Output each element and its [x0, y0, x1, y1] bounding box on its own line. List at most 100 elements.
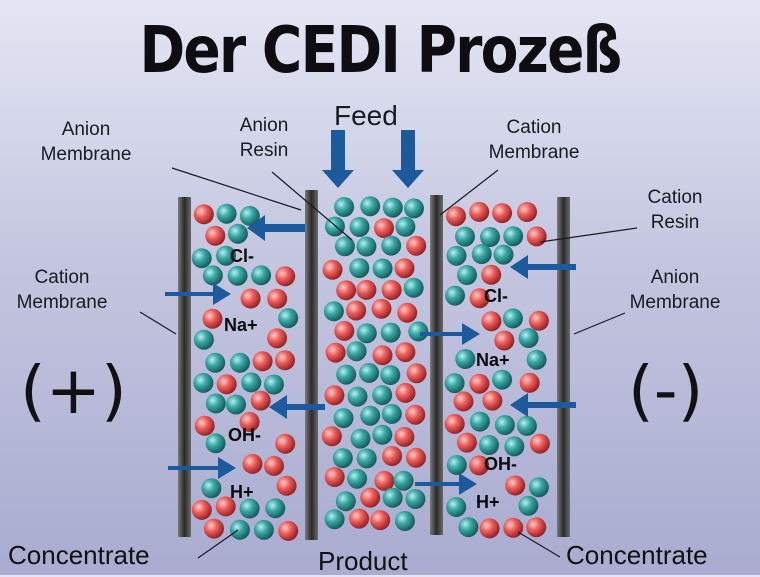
anion-resin-bead	[394, 511, 415, 531]
cation-resin-bead	[446, 206, 466, 227]
label-concentrate-left: Concentrate	[8, 540, 150, 570]
cation-resin-bead	[444, 413, 465, 434]
feed-arrow-right	[392, 130, 424, 188]
anion-resin-bead	[193, 372, 214, 393]
ion-label-h-right: H+	[476, 492, 500, 512]
label-concentrate-right: Concentrate	[566, 540, 708, 570]
anion-resin-bead	[380, 322, 401, 343]
anion-resin-bead	[336, 364, 357, 385]
anion-resin-bead	[526, 349, 547, 370]
anion-resin-bead	[381, 403, 402, 424]
anion-resin-bead	[193, 329, 214, 350]
anion-resin-bead	[253, 519, 274, 540]
anion-membrane-right	[557, 197, 570, 537]
anion-resin-bead	[332, 448, 353, 469]
anion-resin-bead	[347, 386, 368, 407]
cation-resin-bead	[528, 310, 549, 331]
cation-resin-bead	[394, 258, 415, 279]
cation-resin-bead	[264, 455, 284, 476]
cation-resin-bead	[267, 288, 288, 309]
cation-resin-bead	[456, 432, 477, 453]
anion-resin-bead	[518, 495, 539, 516]
leader-lines	[139, 167, 638, 559]
anion-resin-bead	[356, 236, 377, 257]
cation-resin-bead	[469, 288, 490, 309]
anion-resin-bead	[446, 245, 467, 266]
anion-resin-bead	[393, 470, 414, 491]
cation-resin-bead	[325, 342, 346, 363]
anion-resin-bead	[380, 365, 401, 385]
ion-arrow-h-in	[168, 457, 236, 479]
anion-resin-bead	[492, 369, 513, 390]
anion-resin-bead	[334, 236, 355, 257]
anion-resin-bead	[349, 217, 370, 237]
ion-label-na-right: Na+	[476, 350, 510, 370]
cation-resin-bead	[492, 203, 513, 224]
anion-resin-bead	[455, 226, 475, 247]
cation-resin-bead	[503, 517, 524, 538]
anion-resin-bead	[239, 205, 260, 226]
anion-resin-bead	[446, 455, 467, 475]
cation-membrane-right	[430, 195, 443, 535]
label-product: Product	[318, 546, 408, 576]
ion-arrow-cl-in	[510, 255, 576, 279]
anion-resin-bead	[216, 203, 237, 224]
anion-resin-bead	[403, 277, 424, 298]
cation-resin-bead	[395, 382, 416, 403]
anion-resin-bead	[241, 372, 262, 393]
anion-resin-bead	[381, 235, 402, 256]
cation-resin-bead	[204, 518, 224, 539]
anion-resin-bead	[503, 226, 524, 247]
cation-resin-bead	[191, 499, 212, 520]
cation-resin-bead	[205, 225, 226, 246]
label-cation-membrane-top: Cation Membrane	[488, 117, 580, 163]
cation-resin-bead	[481, 264, 502, 285]
anion-resin-bead	[205, 433, 226, 454]
anion-resin-bead	[494, 415, 515, 435]
cation-resin-bead	[481, 311, 502, 332]
anion-resin-bead	[226, 394, 246, 415]
anion-resin-bead	[335, 491, 356, 512]
cation-resin-bead	[372, 345, 393, 366]
cation-resin-bead	[324, 467, 345, 487]
cation-resin-bead	[356, 279, 377, 300]
label-anion-resin: Anion Resin	[239, 115, 289, 161]
cation-resin-bead	[275, 266, 296, 287]
anion-resin-bead	[239, 498, 260, 519]
anion-resin-bead	[502, 308, 523, 329]
cation-resin-bead	[382, 446, 403, 466]
cation-resin-bead	[526, 226, 547, 247]
anion-resin-bead	[278, 308, 299, 329]
anion-resin-bead	[191, 248, 212, 269]
ion-arrow-cl	[247, 215, 305, 241]
label-anion-membrane-left: Anion Membrane	[40, 119, 132, 165]
ion-label-oh-right: OH-	[484, 454, 517, 474]
cation-resin-bead	[202, 308, 223, 329]
cation-resin-bead	[267, 328, 288, 349]
positive-pole: (+)	[20, 352, 127, 429]
cation-resin-bead	[322, 259, 343, 280]
anion-resin-bead	[493, 244, 514, 265]
cation-resin-bead	[395, 342, 416, 363]
cation-resin-bead	[276, 475, 297, 496]
cation-resin-bead	[349, 508, 370, 529]
cation-resin-bead	[381, 280, 402, 300]
anion-resin-bead	[471, 244, 492, 264]
anion-resin-bead	[405, 489, 426, 509]
cation-resin-bead	[216, 374, 237, 395]
anion-resin-bead	[356, 323, 377, 344]
ion-label-h-left: H+	[230, 482, 254, 502]
anion-resin-bead	[479, 435, 499, 455]
anion-resin-bead	[227, 223, 248, 244]
anion-resin-bead	[350, 428, 371, 449]
cation-resin-bead	[397, 302, 418, 323]
cation-resin-bead	[406, 363, 427, 384]
anion-resin-bead	[360, 405, 381, 426]
anion-resin-bead	[230, 352, 250, 373]
cation-resin-bead	[374, 218, 394, 239]
cation-resin-bead	[334, 320, 355, 341]
label-anion-membrane-right: Anion Membrane	[629, 267, 721, 313]
cation-resin-bead	[405, 404, 426, 425]
anion-resin-bead	[469, 411, 490, 432]
